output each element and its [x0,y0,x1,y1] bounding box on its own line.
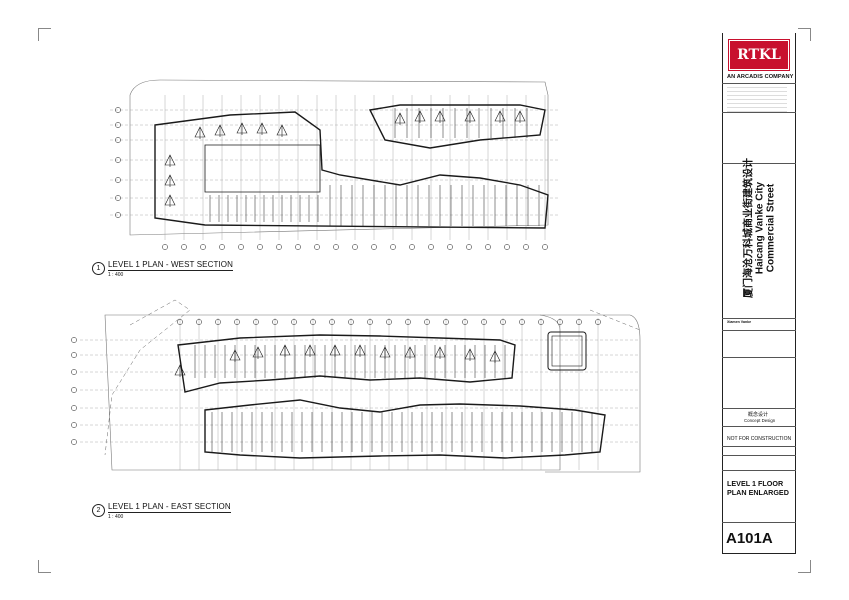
title-block [722,33,796,554]
title-block-divider [722,408,796,409]
title-block-divider [722,455,796,456]
construction-status: NOT FOR CONSTRUCTION [727,436,792,442]
plan-number-bubble: 2 [92,504,105,517]
title-block-divider [722,83,796,84]
company-name: AN ARCADIS COMPANY [727,74,794,80]
title-block-divider [722,426,796,427]
title-block-divider [722,112,796,113]
title-block-divider [722,330,796,331]
sheet-title-1: LEVEL 1 FLOOR [727,479,784,488]
crop-mark-top-right [798,28,811,41]
title-block-divider [722,446,796,447]
project-title-cn: 厦门海沧万科城商业街建筑设计 [743,158,755,298]
project-title-en-2: Commercial Street [765,183,777,273]
client-name: Xiamen Vanke [727,320,752,324]
rtkl-logo: RTKL [728,39,790,71]
crop-mark-bottom-left [38,560,51,573]
address-block-placeholder [727,86,787,114]
phase-cn: 概念设计 [748,412,769,418]
plan-title-west: LEVEL 1 PLAN - WEST SECTION [108,260,233,271]
phase-en: Concept Design [744,418,776,423]
sheet-title-2: PLAN ENLARGED [727,488,789,497]
project-title-en-1: Haicang Vanke City [754,181,766,275]
west-section-plan [110,79,560,250]
east-section-plan [71,299,641,473]
title-block-divider [722,470,796,471]
sheet-number: A101A [726,530,773,547]
title-block-divider [722,522,796,523]
title-block-divider [722,357,796,358]
crop-mark-bottom-right [798,560,811,573]
crop-mark-top-left [38,28,51,41]
plan-scale-west: 1 : 400 [108,272,124,278]
project-title-vertical: 厦门海沧万科城商业街建筑设计 Haicang Vanke City Commer… [740,158,777,298]
title-block-divider [722,163,796,164]
plan-scale-east: 1 : 400 [108,514,124,520]
plan-number-bubble: 1 [92,262,105,275]
plan-title-east: LEVEL 1 PLAN - EAST SECTION [108,502,231,513]
title-block-divider [722,318,796,319]
